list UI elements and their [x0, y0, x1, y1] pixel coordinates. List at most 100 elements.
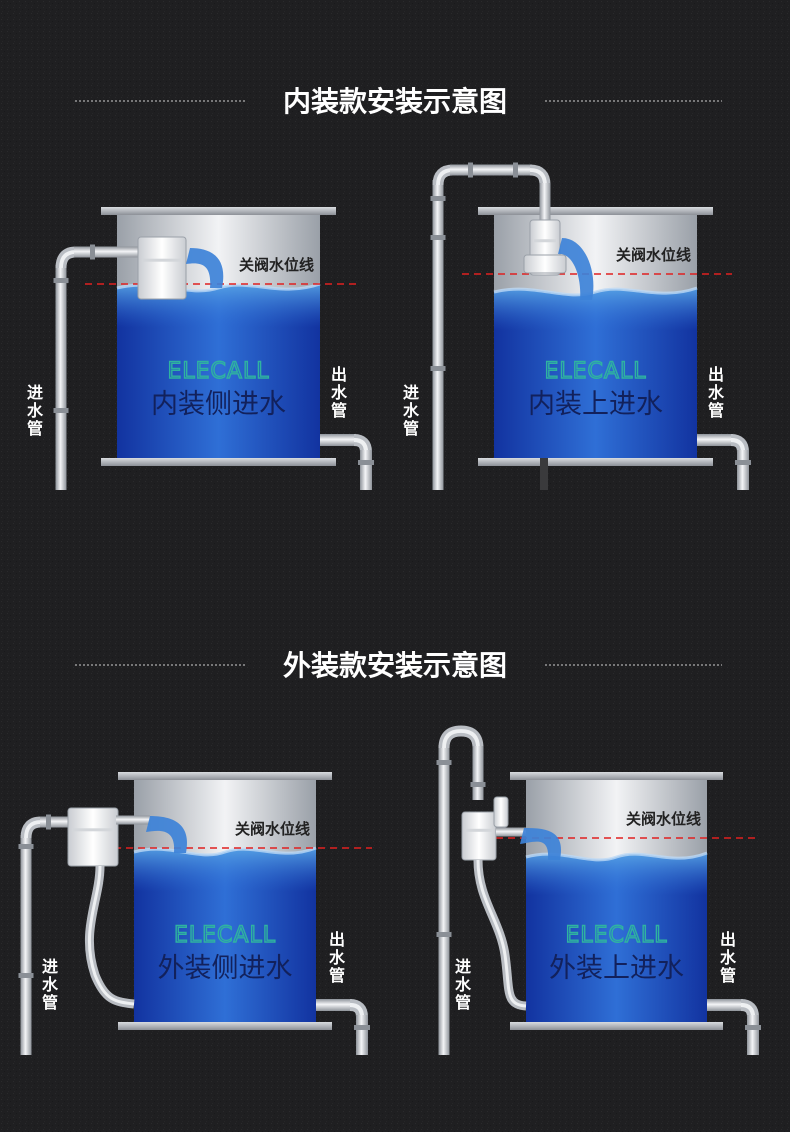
diagram-shape [539, 183, 551, 222]
outlet-label-char: 出 [331, 365, 347, 384]
brand-logo-text: ELECALL [566, 923, 668, 948]
section-header: 外装款安装示意图 [75, 649, 722, 682]
diagram-shape [510, 772, 723, 780]
outlet-label-char: 管 [329, 966, 345, 985]
diagram-shape [450, 164, 532, 176]
diagram-shape [478, 458, 713, 466]
diagram-shape [67, 807, 119, 867]
diagram-shape [430, 235, 446, 240]
diagram-shape [697, 434, 733, 446]
diagram-shape [320, 434, 356, 446]
diagram-shape [186, 248, 224, 288]
brand-logo-text: ELECALL [168, 359, 270, 384]
level-label: 关阀水位线 [239, 256, 314, 274]
diagram-shape [18, 973, 34, 978]
diagram-caption: 内装侧进水 [151, 389, 286, 420]
diagram-shape [478, 207, 713, 215]
diagram-shape [354, 1025, 370, 1030]
outlet-label-char: 管 [720, 966, 736, 985]
diagram-shape [142, 258, 182, 262]
diagram-shape [526, 853, 707, 1022]
diagram-shape [520, 828, 562, 860]
diagram-caption: 外装侧进水 [158, 953, 293, 984]
inlet-label-char: 管 [455, 993, 471, 1012]
diagram-shape [24, 820, 42, 839]
diagram-caption: 内装上进水 [528, 389, 663, 420]
level-label: 关阀水位线 [235, 820, 310, 838]
diagram-shape [493, 796, 509, 828]
diagram-shape [540, 458, 548, 490]
diagram-shape [55, 265, 67, 490]
diagram-shape [513, 162, 518, 178]
diagram-shape [40, 816, 70, 828]
diagram-shape [53, 278, 69, 283]
diagram-shape [472, 746, 484, 800]
diagram-shape [101, 458, 336, 466]
diagram-shape [558, 238, 594, 300]
inlet-label-char: 管 [27, 419, 43, 438]
inlet-label-char: 水 [403, 401, 420, 420]
outlet-label-char: 水 [720, 948, 737, 967]
diagram-shape [476, 859, 527, 1008]
diagram-shape [430, 366, 446, 371]
diagram-shape [466, 828, 492, 832]
diagram-shape [707, 999, 743, 1011]
level-label: 关阀水位线 [616, 246, 691, 264]
diagram-shape [442, 729, 480, 749]
outlet-label-char: 出 [329, 930, 345, 949]
diagram-shape [745, 1025, 761, 1030]
inlet-label-char: 进 [403, 383, 419, 402]
diagram-shape [90, 244, 95, 260]
diagram-shape [735, 460, 751, 465]
diagram-shape [496, 827, 526, 837]
diagram-shape [356, 1015, 368, 1055]
diagram-shape [134, 848, 316, 1022]
diagram-caption: 外装上进水 [549, 953, 684, 984]
diagram-shape [74, 246, 140, 258]
diagram-shape [146, 816, 188, 853]
outlet-label-char: 水 [331, 383, 348, 402]
diagram-shape [430, 196, 446, 201]
outlet-label-char: 水 [329, 948, 346, 967]
brand-logo-text: ELECALL [545, 359, 647, 384]
diagram-shape [432, 180, 444, 490]
diagram-shape [101, 207, 336, 215]
brand-logo-text: ELECALL [174, 923, 276, 948]
outlet-label-char: 出 [720, 930, 736, 949]
diagram-shape [46, 814, 51, 830]
diagram-shape [72, 828, 114, 832]
diagram-shape [534, 239, 556, 243]
inlet-label-char: 水 [42, 975, 59, 994]
diagram-shape [747, 1015, 759, 1055]
diagram-shape [461, 811, 497, 861]
outlet-label-char: 管 [331, 401, 347, 420]
diagram-shape [118, 772, 332, 780]
section-title: 内装款安装示意图 [283, 85, 507, 118]
outlet-label-char: 管 [708, 401, 724, 420]
diagram-shape [53, 408, 69, 413]
diagram-shape [436, 932, 452, 937]
inlet-label-char: 进 [27, 383, 43, 402]
diagram-shape [438, 745, 450, 1055]
inlet-label-char: 水 [455, 975, 472, 994]
diagram-shape [116, 815, 150, 825]
diagram-shape [470, 782, 486, 787]
level-label: 关阀水位线 [626, 810, 701, 828]
diagram-shape [87, 865, 135, 1006]
diagram-shape [133, 846, 317, 857]
diagram-shape [494, 288, 697, 458]
diagram-shape [358, 460, 374, 465]
section-title: 外装款安装示意图 [283, 649, 507, 682]
diagram-shape [436, 760, 452, 765]
diagram-shape [137, 236, 187, 300]
diagram-shape [18, 844, 34, 849]
outlet-label-char: 水 [708, 383, 725, 402]
inlet-label-char: 水 [27, 401, 44, 420]
diagram-shape [523, 254, 567, 274]
inlet-label-char: 进 [42, 957, 58, 976]
